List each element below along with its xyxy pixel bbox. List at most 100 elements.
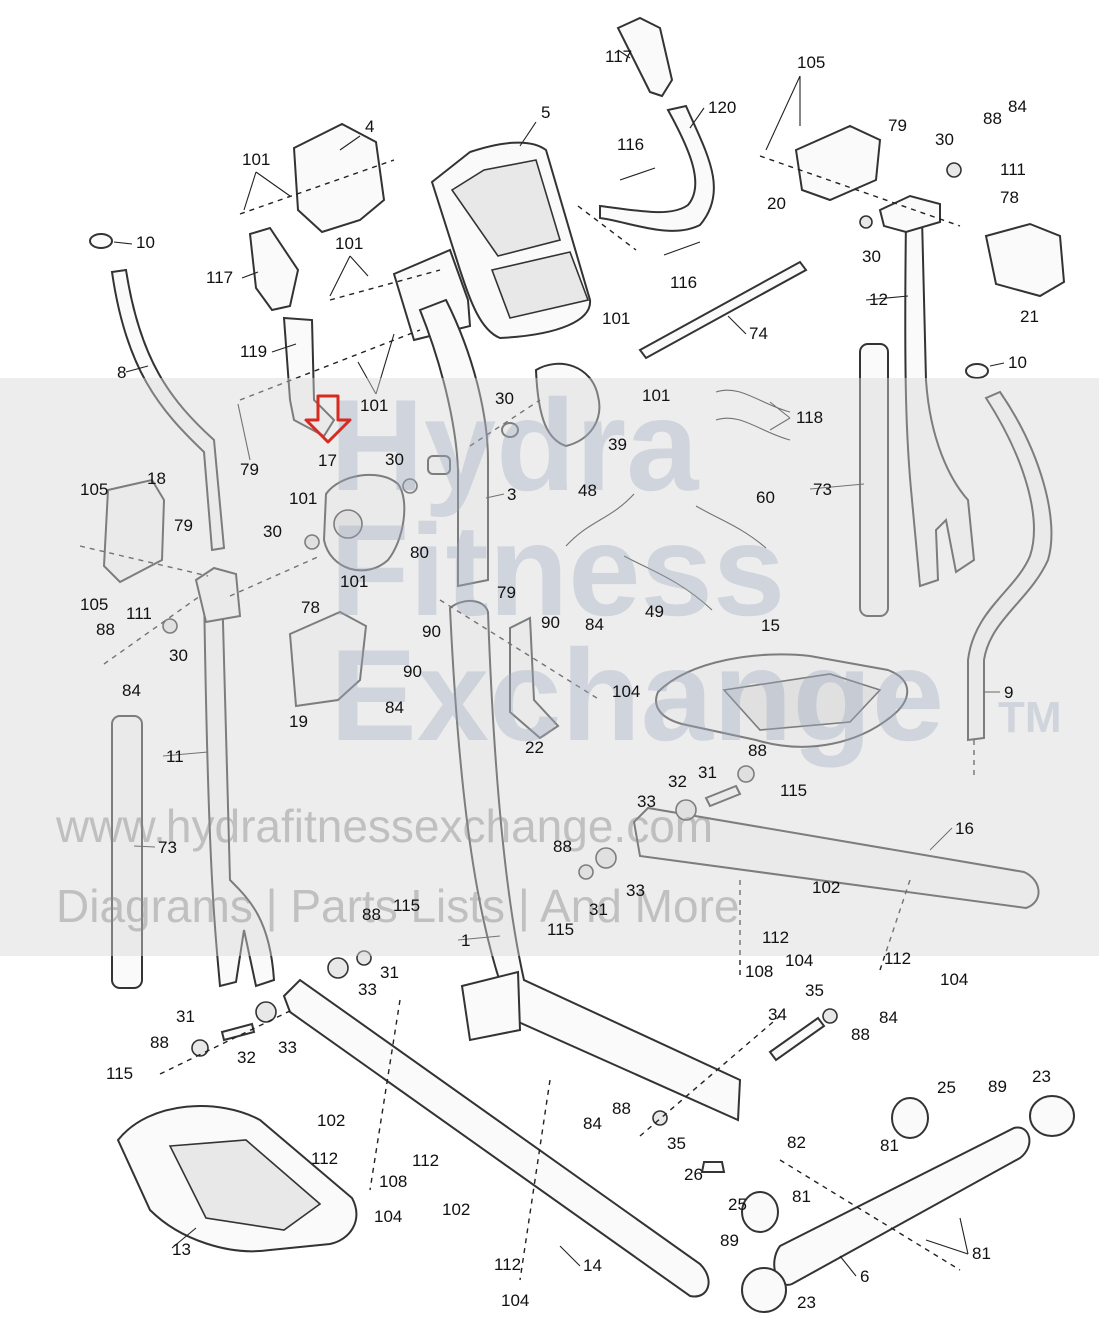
part-label-35: 35 xyxy=(805,981,824,1000)
part-label-89: 89 xyxy=(988,1077,1007,1096)
part-label-25: 25 xyxy=(728,1195,747,1214)
part-label-35: 35 xyxy=(667,1134,686,1153)
leader-line xyxy=(125,365,149,373)
part-label-12: 12 xyxy=(869,290,888,309)
leader-line xyxy=(925,1239,969,1255)
part-label-30: 30 xyxy=(385,450,404,469)
leader-line xyxy=(357,361,377,395)
part-label-102: 102 xyxy=(442,1200,470,1219)
part-120-handlebar xyxy=(599,104,715,232)
part-label-48: 48 xyxy=(578,481,597,500)
leader-line xyxy=(727,315,747,335)
part-35-bushing-b xyxy=(652,1110,668,1126)
part-label-30: 30 xyxy=(495,389,514,408)
part-33-bearing-d xyxy=(255,1001,277,1023)
leader-line xyxy=(769,417,791,431)
part-label-84: 84 xyxy=(585,615,604,634)
part-label-81: 81 xyxy=(792,1187,811,1206)
part-30-bushing-d xyxy=(946,162,962,178)
leader-lines xyxy=(113,49,1005,1277)
part-label-105: 105 xyxy=(797,53,825,72)
watermark-url: www.hydrafitnessexchange.com xyxy=(55,800,713,852)
leader-line xyxy=(329,255,351,297)
part-label-79: 79 xyxy=(497,583,516,602)
part-label-101: 101 xyxy=(289,489,317,508)
part-label-104: 104 xyxy=(501,1291,529,1310)
part-33-bearing-b xyxy=(595,847,617,869)
console-keypad xyxy=(490,251,590,319)
part-label-31: 31 xyxy=(176,1007,195,1026)
part-18-left-shroud xyxy=(102,478,166,584)
watermark-band xyxy=(0,378,1099,956)
part-label-79: 79 xyxy=(888,116,907,135)
part-label-104: 104 xyxy=(374,1207,402,1226)
highlight-arrow-icon xyxy=(304,394,352,444)
part-9-right-arm xyxy=(967,390,1053,742)
part-label-117: 117 xyxy=(605,47,632,66)
part-label-60: 60 xyxy=(756,488,775,507)
part-4-cover xyxy=(292,122,386,234)
part-34-axle xyxy=(768,1016,826,1062)
part-label-105: 105 xyxy=(80,480,108,499)
part-74-axle xyxy=(638,260,808,360)
dash-line xyxy=(239,159,395,215)
part-label-115: 115 xyxy=(393,896,420,915)
leader-line xyxy=(929,827,953,851)
watermark: Hydra Fitness Exchange TM www.hydrafitne… xyxy=(0,372,1099,956)
part-label-84: 84 xyxy=(1008,97,1027,116)
watermark-line-1: Hydra xyxy=(330,372,700,518)
part-label-19: 19 xyxy=(289,712,308,731)
dash-line xyxy=(469,399,541,447)
watermark-line-3: Exchange xyxy=(330,622,944,768)
leader-line xyxy=(765,75,801,151)
part-label-88: 88 xyxy=(851,1025,870,1044)
part-label-102: 102 xyxy=(317,1111,345,1130)
part-label-23: 23 xyxy=(797,1293,816,1312)
watermark-trademark: TM xyxy=(998,693,1062,742)
left-upright-hub xyxy=(194,566,242,624)
part-label-88: 88 xyxy=(748,741,767,760)
part-117-left-grip xyxy=(248,226,300,312)
part-22-bottle-holder xyxy=(509,616,560,740)
leader-line xyxy=(375,333,395,395)
watermark-tagline: Diagrams | Parts Lists | And More xyxy=(56,880,739,932)
dash-line xyxy=(639,1015,781,1137)
leader-line xyxy=(989,362,1005,367)
part-label-32: 32 xyxy=(237,1048,256,1067)
part-label-108: 108 xyxy=(379,1172,407,1191)
part-label-101: 101 xyxy=(642,386,670,405)
part-label-10: 10 xyxy=(1008,353,1027,372)
part-label-79: 79 xyxy=(174,516,193,535)
part-label-112: 112 xyxy=(762,928,789,947)
part-label-21: 21 xyxy=(1020,307,1039,326)
dash-line xyxy=(159,1009,293,1075)
part-label-112: 112 xyxy=(311,1149,338,1168)
part-label-9: 9 xyxy=(1004,683,1013,702)
part-label-33: 33 xyxy=(626,881,645,900)
part-label-74: 74 xyxy=(749,324,768,343)
part-25-wheel-left xyxy=(741,1191,779,1233)
part-label-11: 11 xyxy=(166,747,184,766)
part-label-116: 116 xyxy=(670,273,697,292)
part-label-33: 33 xyxy=(637,792,656,811)
part-73-right-tube xyxy=(859,343,889,617)
part-16-right-pedal-arm xyxy=(632,806,1040,910)
console-display xyxy=(450,159,562,257)
part-60-wire xyxy=(695,505,767,549)
leader-line xyxy=(809,483,865,490)
part-label-6: 6 xyxy=(860,1267,869,1286)
flywheel-hub xyxy=(333,509,363,539)
part-11-left-upright xyxy=(202,584,276,988)
part-23-endcap-right xyxy=(1029,1095,1075,1137)
part-label-84: 84 xyxy=(879,1008,898,1027)
part-label-23: 23 xyxy=(1032,1067,1051,1086)
part-119-bracket xyxy=(282,316,336,438)
part-label-31: 31 xyxy=(698,763,717,782)
frame-front-tab xyxy=(460,970,522,1042)
part-label-49: 49 xyxy=(645,602,664,621)
right-upright-hub xyxy=(878,194,941,234)
part-label-90: 90 xyxy=(422,622,441,641)
part-label-81: 81 xyxy=(972,1244,991,1263)
part-label-33: 33 xyxy=(278,1038,297,1057)
